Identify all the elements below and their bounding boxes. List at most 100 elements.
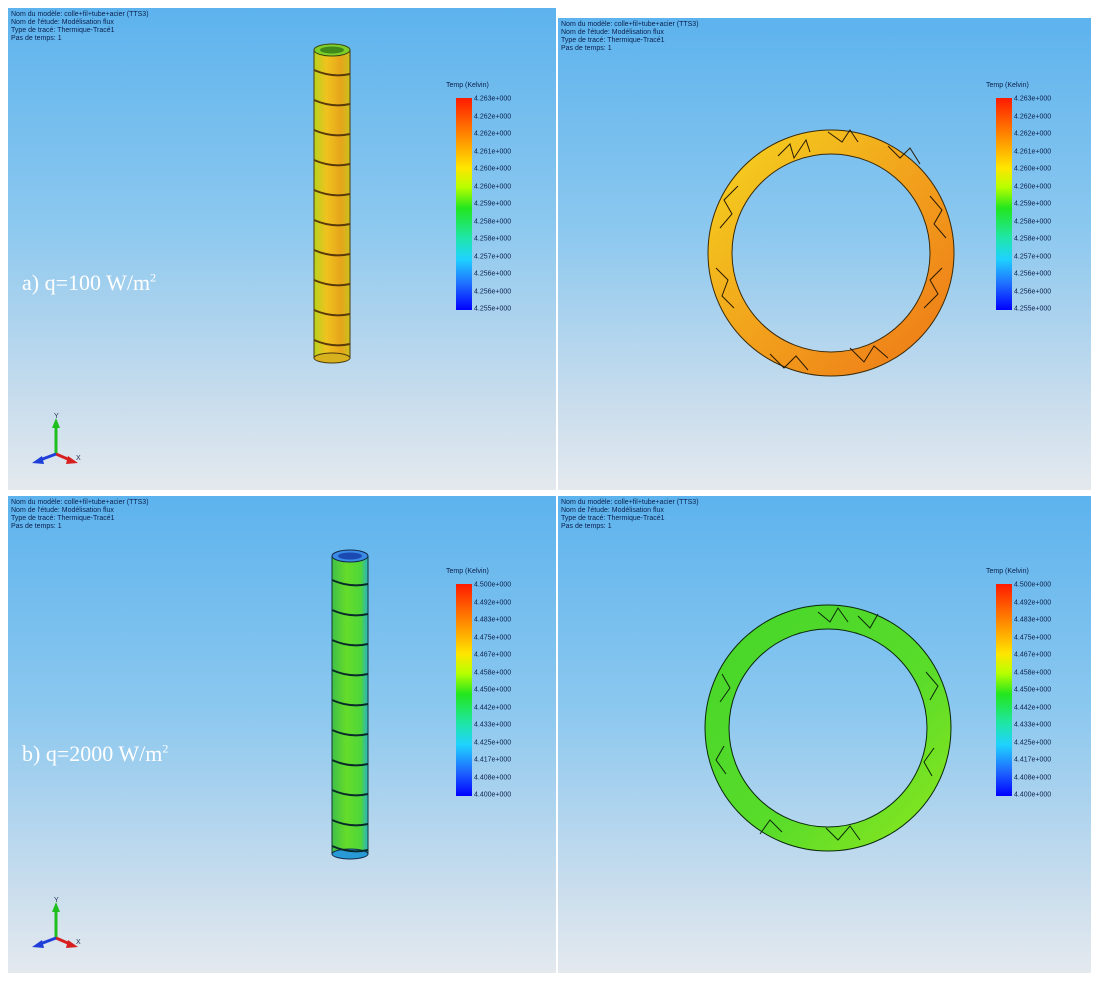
legend-tick: 4.442e+000 (474, 704, 512, 711)
legend-tick: 4.260e+000 (474, 165, 512, 173)
legend-tick: 4.475e+000 (474, 634, 512, 641)
legend-tick: 4.261e+000 (474, 148, 512, 155)
panel-b-tube-view: Nom du modèle: colle+fil+tube+acier (TTS… (8, 496, 556, 973)
legend-tick: 4.261e+000 (1014, 148, 1052, 155)
legend-title: Temp (Kelvin) (986, 568, 1029, 575)
legend-tick: 4.257e+000 (474, 253, 512, 260)
time-step: Pas de temps: 1 (11, 35, 62, 42)
legend-tick: 4.450e+000 (474, 686, 512, 694)
legend-tick: 4.483e+000 (474, 616, 512, 624)
legend-tick: 4.433e+000 (1014, 721, 1052, 729)
panel-a-tube-view: Nom du modèle: colle+fil+tube+acier (TTS… (8, 8, 556, 490)
legend-tick: 4.258e+000 (1014, 218, 1052, 225)
legend-tick: 4.483e+000 (1014, 616, 1052, 624)
legend-tick: 4.425e+000 (1014, 739, 1052, 746)
model-name: Nom du modèle: colle+fil+tube+acier (TTS… (11, 499, 149, 506)
study-name: Nom de l'étude: Modélisation flux (561, 29, 664, 36)
legend-title: Temp (Kelvin) (986, 82, 1029, 89)
legend-tick: 4.417e+000 (474, 756, 512, 764)
axis-triad: Y X (32, 897, 81, 948)
legend-tick: 4.256e+000 (474, 288, 512, 295)
tube-model (313, 43, 351, 364)
legend-tick: 4.262e+000 (1014, 113, 1052, 120)
color-scale-bar (996, 584, 1012, 796)
legend-tick: 4.259e+000 (474, 200, 512, 208)
legend-tick: 4.258e+000 (474, 235, 512, 243)
legend-tick: 4.255e+000 (474, 305, 512, 313)
legend-tick: 4.492e+000 (1014, 599, 1052, 606)
legend-tick: 4.500e+000 (474, 581, 512, 589)
color-scale-bar (456, 584, 472, 796)
legend-tick: 4.400e+000 (1014, 791, 1052, 799)
plot-type: Type de tracé: Thermique-Tracé1 (11, 515, 115, 522)
legend-tick: 4.458e+000 (1014, 669, 1052, 676)
axis-y-label: Y (54, 413, 59, 420)
tube-model (331, 549, 369, 860)
legend-tick: 4.260e+000 (474, 183, 512, 190)
time-step: Pas de temps: 1 (561, 45, 612, 52)
model-name: Nom du modèle: colle+fil+tube+acier (TTS… (561, 499, 699, 506)
color-scale-bar (456, 98, 472, 310)
legend-tick: 4.256e+000 (1014, 288, 1052, 295)
legend-tick: 4.425e+000 (474, 739, 512, 746)
legend-tick: 4.500e+000 (1014, 581, 1052, 589)
legend-tick: 4.433e+000 (474, 721, 512, 729)
study-name: Nom de l'étude: Modélisation flux (11, 19, 114, 26)
study-name: Nom de l'étude: Modélisation flux (561, 507, 664, 514)
study-info: Nom du modèle: colle+fil+tube+acier (TTS… (561, 499, 699, 531)
legend-title: Temp (Kelvin) (446, 82, 489, 89)
ring-model (704, 604, 952, 852)
legend-tick: 4.257e+000 (1014, 253, 1052, 260)
legend-tick: 4.408e+000 (474, 774, 512, 781)
legend-tick: 4.492e+000 (474, 599, 512, 606)
legend-tick: 4.260e+000 (1014, 165, 1052, 173)
legend-tick: 4.467e+000 (1014, 651, 1052, 659)
legend-tick: 4.256e+000 (1014, 270, 1052, 278)
legend-tick: 4.442e+000 (1014, 704, 1052, 711)
case-label-exponent: 2 (162, 741, 169, 756)
legend-tick: 4.262e+000 (474, 130, 512, 138)
legend-tick: 4.263e+000 (1014, 95, 1052, 103)
study-name: Nom de l'étude: Modélisation flux (11, 507, 114, 514)
legend-tick: 4.262e+000 (1014, 130, 1052, 138)
case-label-b: b) q=2000 W/m2 (22, 741, 168, 767)
legend-tick: 4.258e+000 (474, 218, 512, 225)
legend-tick: 4.417e+000 (1014, 756, 1052, 764)
legend-tick: 4.408e+000 (1014, 774, 1052, 781)
legend-tick: 4.256e+000 (474, 270, 512, 278)
legend-tick: 4.400e+000 (474, 791, 512, 799)
legend-tick: 4.263e+000 (474, 95, 512, 103)
model-name: Nom du modèle: colle+fil+tube+acier (TTS… (11, 11, 149, 18)
legend-tick: 4.475e+000 (1014, 634, 1052, 641)
study-info: Nom du modèle: colle+fil+tube+acier (TTS… (11, 11, 149, 43)
ring-model (707, 129, 955, 377)
plot-type: Type de tracé: Thermique-Tracé1 (11, 27, 115, 34)
axis-triad: Y X (32, 413, 81, 464)
case-label-a: a) q=100 W/m2 (22, 270, 156, 296)
axis-y-label: Y (54, 897, 59, 904)
legend-title: Temp (Kelvin) (446, 568, 489, 575)
model-name: Nom du modèle: colle+fil+tube+acier (TTS… (561, 21, 699, 28)
plot-type: Type de tracé: Thermique-Tracé1 (561, 515, 665, 522)
plot-type: Type de tracé: Thermique-Tracé1 (561, 37, 665, 44)
study-info: Nom du modèle: colle+fil+tube+acier (TTS… (11, 499, 149, 531)
legend-tick: 4.450e+000 (1014, 686, 1052, 694)
case-label-exponent: 2 (150, 270, 157, 285)
legend-tick: 4.258e+000 (1014, 235, 1052, 243)
legend-tick: 4.255e+000 (1014, 305, 1052, 313)
color-scale-bar (996, 98, 1012, 310)
panel-b-ring-view: Nom du modèle: colle+fil+tube+acier (TTS… (558, 496, 1091, 973)
legend-tick: 4.259e+000 (1014, 200, 1052, 208)
legend-tick: 4.467e+000 (474, 651, 512, 659)
case-label-text: b) q=2000 W/m (22, 741, 163, 766)
panel-a-ring-view: Nom du modèle: colle+fil+tube+acier (TTS… (558, 18, 1091, 490)
time-step: Pas de temps: 1 (11, 523, 62, 530)
legend-tick: 4.262e+000 (474, 113, 512, 120)
axis-x-label: X (76, 455, 81, 462)
legend-tick: 4.260e+000 (1014, 183, 1052, 190)
time-step: Pas de temps: 1 (561, 523, 612, 530)
legend-tick: 4.458e+000 (474, 669, 512, 676)
case-label-text: a) q=100 W/m (22, 270, 151, 295)
study-info: Nom du modèle: colle+fil+tube+acier (TTS… (561, 21, 699, 53)
axis-x-label: X (76, 939, 81, 946)
